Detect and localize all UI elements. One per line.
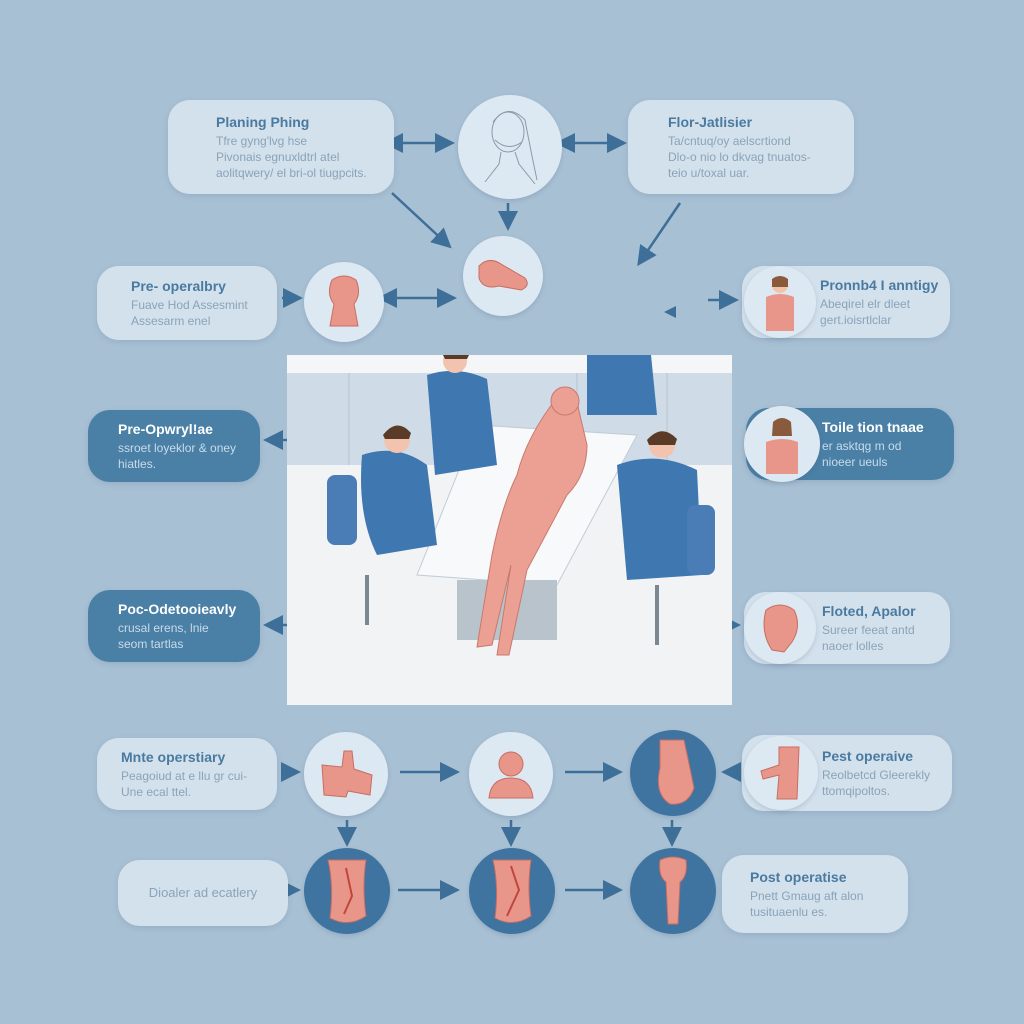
card-line: gert.ioisrtlclar [820,312,892,327]
card-line: ttomqipoltos. [822,783,891,798]
card-line: crusal erens, lnie [118,620,209,635]
card-line: Ta/cntuq/oy aelscrtiond [668,133,791,148]
operating-room-scene [287,355,732,705]
post-operative-card: Poc-Odetooieavly crusal erens, lnie seom… [88,590,260,662]
card-line: Tfre gyng'lvg hse [216,133,308,148]
card-line: Reolbetcd Gleerekly [822,767,931,782]
card-line: Abeqirel elr dleet [820,296,911,311]
card-line: Assesarm enel [131,313,211,328]
flor-card: Flor-Jatlisier Ta/cntuq/oy aelscrtiond D… [628,100,854,194]
anatomy-torso-icon [304,262,384,342]
card-title: Mnte operstiary [121,748,226,765]
card-line: Peagoiud at e llu gr cui- [121,768,248,783]
card-title: Poc-Odetooieavly [118,600,237,617]
sketch-face-mask-icon [458,95,562,199]
card-title: Post operatise [750,868,847,885]
card-line: hiatles. [118,456,157,471]
card-title: Floted, Apalor [822,602,916,619]
card-line: tusituaenlu es. [750,904,828,919]
anatomy-bone-icon [630,848,716,934]
anatomy-tissue-icon [304,848,390,934]
card-title: Planing Phing [216,113,310,130]
card-line: teio u/toxal uar. [668,165,750,180]
mnte-operative-card: Mnte operstiary Peagoiud at e llu gr cui… [97,738,277,810]
card-title: Pre-Opwryl!ae [118,420,213,437]
dioaler-card: Dioaler ad ecatlery [118,860,288,926]
card-line: Dioaler ad ecatlery [148,885,258,900]
card-line: ssroet loyeklor & oney [118,440,237,455]
card-line: Une ecal ttel. [121,784,192,799]
patient-figure-icon [744,266,816,338]
card-line: Dlo-o nio lo dkvag tnuatos- [668,149,811,164]
card-line: naoer lolles [822,638,884,653]
patient-holding-icon [744,406,820,482]
card-line: Fuave Hod Assesmint [131,297,248,312]
card-line: Sureer feeat antd [822,622,915,637]
anatomy-tissue-2-icon [469,848,555,934]
card-line: Pivonais egnuxldtrl atel [216,149,340,164]
anatomy-bust-icon [469,732,553,816]
card-line: Pnett Gmaug aft alon [750,888,864,903]
pre-operative-assessment-card: Pre- operalbry Fuave Hod Assesmint Asses… [97,266,277,340]
card-title: Pre- operalbry [131,277,226,294]
planning-phase-card: Planing Phing Tfre gyng'lvg hse Pivonais… [168,100,394,194]
pre-operative-card: Pre-Opwryl!ae ssroet loyeklor & oney hia… [88,410,260,482]
card-title: Flor-Jatlisier [668,113,753,130]
anatomy-arm-icon [744,736,818,810]
post-operative-card-3: Post operatise Pnett Gmaug aft alon tusi… [722,855,908,933]
anatomy-head-icon [744,592,816,664]
anatomy-organ-icon [463,236,543,316]
card-title: Pronnb4 I anntigy [820,276,939,293]
card-line: nioeer ueuls [822,454,888,469]
card-title: Toile tion tnaae [822,418,924,435]
card-line: aolitqwery/ el bri-ol tiugpcits. [216,165,367,180]
card-line: seom tartlas [118,636,184,651]
anatomy-joint-icon [630,730,716,816]
anatomy-limb-icon [304,732,388,816]
card-line: er asktqg m od [822,438,902,453]
card-title: Pest operaive [822,747,914,764]
